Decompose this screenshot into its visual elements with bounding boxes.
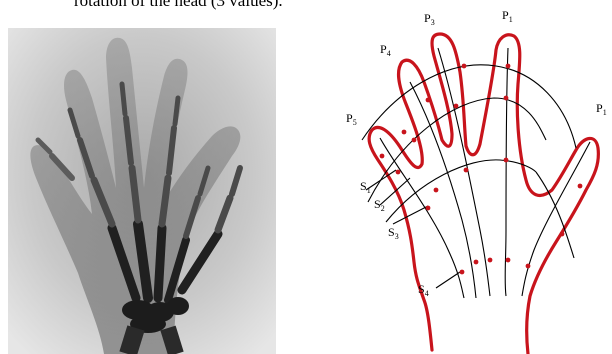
landmark-point <box>460 270 465 275</box>
leader-s4 <box>436 272 460 288</box>
landmark-point <box>396 170 401 175</box>
landmark-point <box>506 258 511 263</box>
landmark-point <box>504 96 509 101</box>
label-p1-right: P1 <box>596 101 607 117</box>
label-p1-top: P1 <box>502 8 513 24</box>
label-s2: S2 <box>374 197 385 213</box>
landmark-point <box>488 258 493 263</box>
landmark-point <box>504 158 509 163</box>
landmark-point <box>506 64 511 69</box>
landmark-point <box>464 168 469 173</box>
label-s3: S3 <box>388 225 399 241</box>
label-s1: S1 <box>360 179 371 195</box>
label-p4: P4 <box>380 42 391 58</box>
landmark-point <box>526 264 531 269</box>
landmark-point <box>462 64 467 69</box>
label-p3: P3 <box>424 11 435 27</box>
finger-line-5 <box>522 142 590 296</box>
label-p5: P5 <box>346 111 357 127</box>
landmark-point <box>474 260 479 265</box>
landmark-point <box>560 232 565 237</box>
landmark-point <box>412 138 417 143</box>
landmark-point <box>426 98 431 103</box>
finger-line-3 <box>438 48 490 296</box>
curve-s3 <box>386 160 536 222</box>
landmark-point <box>426 206 431 211</box>
landmark-point <box>402 130 407 135</box>
landmark-point <box>454 104 459 109</box>
landmark-point <box>434 188 439 193</box>
landmark-point <box>380 154 385 159</box>
label-s4: S4 <box>418 282 429 298</box>
hand-outline <box>369 34 598 354</box>
landmark-point <box>578 184 583 189</box>
